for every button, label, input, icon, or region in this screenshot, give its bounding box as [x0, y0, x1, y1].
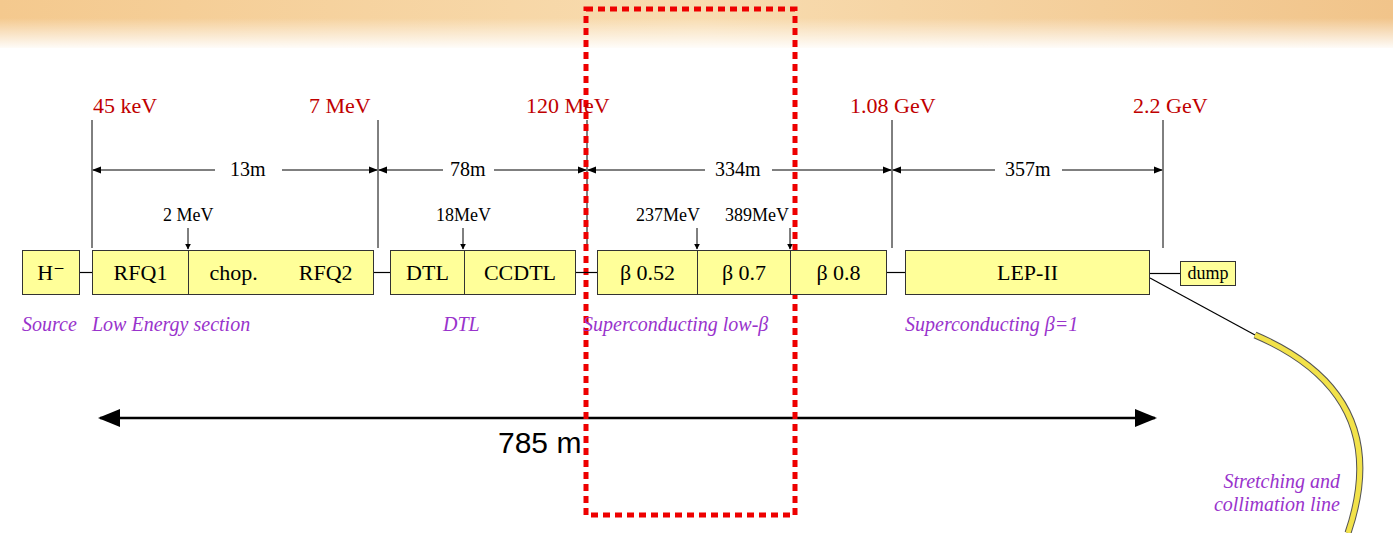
section-name: dump	[1187, 263, 1228, 284]
total-length-arrow	[100, 417, 1155, 420]
section-name: β 0.8	[816, 260, 860, 286]
annotation-label: 334m	[713, 158, 763, 181]
annotation-label: Stretching and collimation line	[1178, 470, 1342, 516]
section-name: H⁻	[37, 260, 65, 286]
annotation-label: 785 m	[496, 426, 583, 461]
section-name: β 0.7	[722, 260, 766, 286]
energy-pointers	[188, 228, 790, 249]
annotation-label: 18MeV	[434, 205, 493, 226]
accelerator-section: chop. RFQ2	[188, 250, 374, 295]
beam-line	[887, 272, 905, 273]
transfer-line	[1150, 278, 1255, 335]
section-name: RFQ2	[299, 260, 353, 286]
annotation-label: 13m	[228, 158, 268, 181]
annotation-label: Low Energy section	[90, 313, 252, 336]
accelerator-section: H⁻	[22, 250, 80, 295]
beam-line	[1150, 273, 1180, 274]
annotation-label: Superconducting low-β	[581, 313, 770, 336]
section-name: chop.	[209, 260, 257, 286]
beam-line	[576, 272, 597, 273]
annotation-label: DTL	[441, 313, 482, 336]
section-name: DTL	[406, 260, 449, 286]
annotation-label: 1.08 GeV	[848, 93, 938, 118]
banner-fade	[0, 18, 1393, 50]
highlight-frame	[586, 9, 795, 515]
section-name: β 0.52	[620, 260, 675, 286]
accelerator-section: DTL	[390, 250, 465, 295]
accelerator-section: β 0.7	[697, 250, 791, 295]
annotation-label: 7 MeV	[307, 93, 373, 118]
tick-lines	[92, 120, 1163, 248]
section-name: LEP-II	[997, 260, 1058, 286]
annotation-label: Source	[20, 313, 79, 336]
section-name: CCDTL	[484, 260, 556, 286]
accelerator-section: dump	[1180, 261, 1236, 286]
beam-line	[80, 272, 92, 273]
annotation-label: 120 MeV	[524, 93, 612, 118]
accelerator-section: CCDTL	[464, 250, 576, 295]
annotation-label: 357m	[1003, 158, 1053, 181]
accelerator-section: LEP-II	[905, 250, 1150, 295]
annotation-label: 2 MeV	[161, 205, 216, 226]
accelerator-section: β 0.52	[597, 250, 698, 295]
annotation-label: 45 keV	[91, 93, 159, 118]
annotation-label: 2.2 GeV	[1131, 93, 1210, 118]
annotation-label: 237MeV	[634, 205, 702, 226]
annotation-label: 78m	[448, 158, 488, 181]
beam-line	[374, 272, 390, 273]
section-name: RFQ1	[114, 260, 168, 286]
accelerator-section: RFQ1	[92, 250, 189, 295]
annotation-label: 389MeV	[723, 205, 791, 226]
accelerator-section: β 0.8	[790, 250, 887, 295]
annotation-label: Superconducting β=1	[903, 313, 1080, 336]
